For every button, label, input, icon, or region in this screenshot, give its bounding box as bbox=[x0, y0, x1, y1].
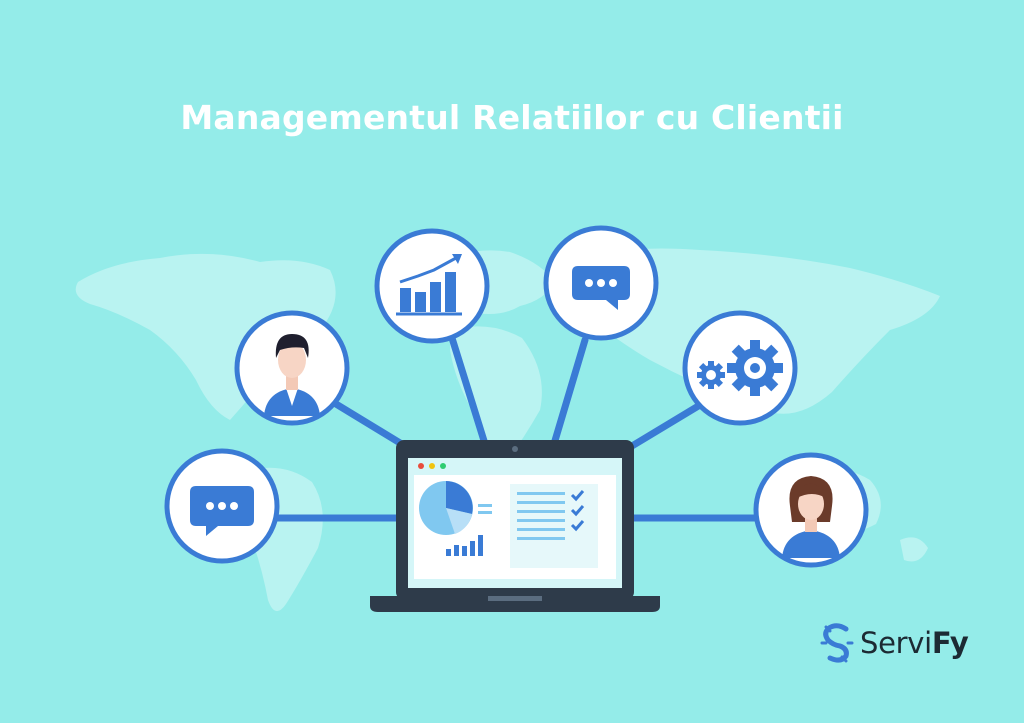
chat-bubble-icon bbox=[164, 448, 280, 564]
connector-lines bbox=[271, 334, 761, 522]
servify-logo: ServiFy bbox=[820, 618, 969, 668]
laptop bbox=[370, 440, 660, 612]
gears-icon bbox=[682, 310, 798, 426]
servify-logo-icon bbox=[820, 623, 854, 663]
growth-chart-icon bbox=[374, 228, 490, 344]
logo-name-light: Servi bbox=[860, 626, 932, 660]
woman-avatar-icon bbox=[753, 452, 869, 568]
page-title: Managementul Relatiilor cu Clientii bbox=[180, 98, 844, 137]
logo-name-bold: Fy bbox=[931, 626, 969, 660]
man-avatar-icon bbox=[234, 310, 350, 426]
servify-logo-text: ServiFy bbox=[860, 626, 969, 660]
chat-bubble-icon-top bbox=[543, 225, 659, 341]
